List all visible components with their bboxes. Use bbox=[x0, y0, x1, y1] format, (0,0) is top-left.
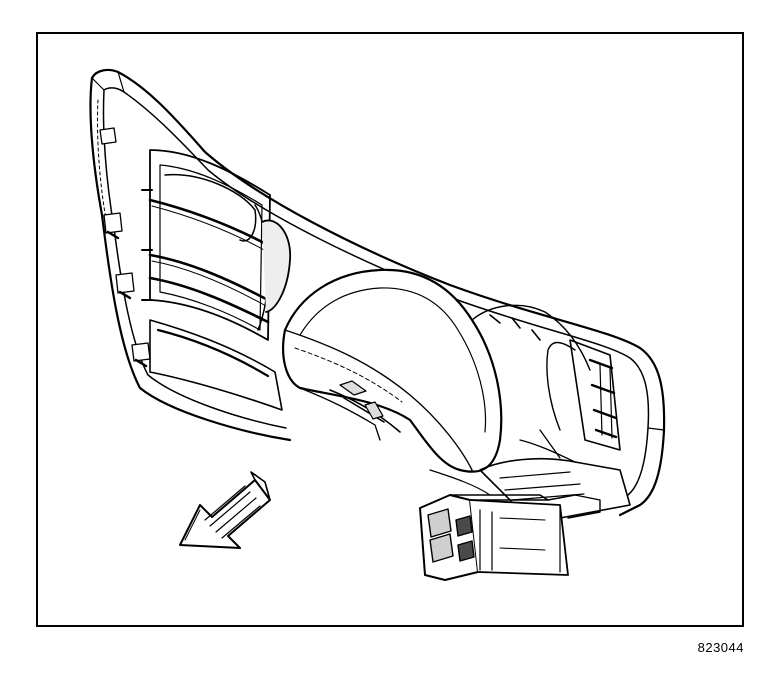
instrument-panel-bezel-icon bbox=[89, 68, 666, 517]
instrument-cluster-icon bbox=[282, 268, 591, 473]
hvac-control-module-icon bbox=[419, 494, 601, 581]
bezel-end-panel-icon bbox=[489, 314, 621, 451]
direction-arrow-icon bbox=[179, 471, 271, 549]
air-vent-icon bbox=[141, 149, 283, 411]
figure-number: 823044 bbox=[697, 640, 744, 655]
